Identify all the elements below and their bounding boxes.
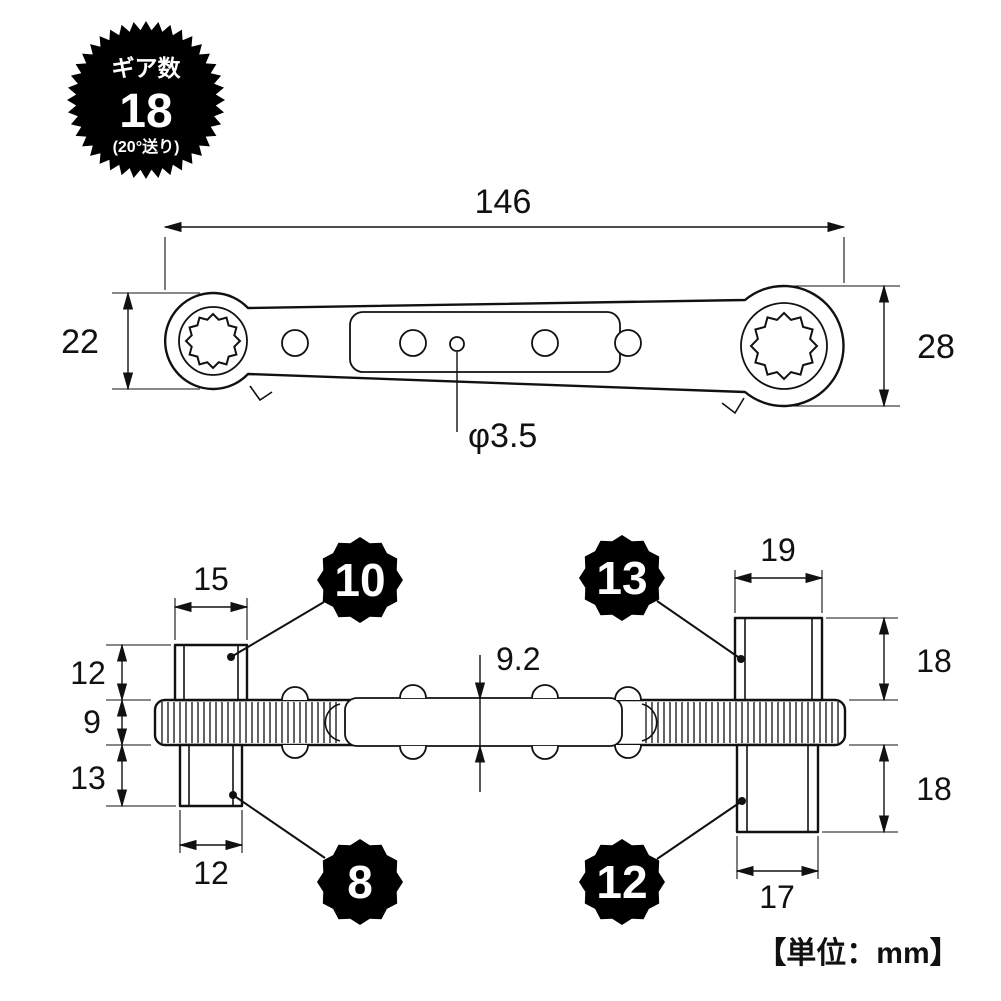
badge-gear-shape	[317, 839, 403, 925]
dim-bottom-right-width: 17	[735, 836, 820, 915]
left-pawl-tab	[249, 385, 273, 402]
dim-label-left-top: 12	[70, 655, 106, 691]
starburst-shape	[67, 21, 225, 179]
dim-label-top-left-width: 15	[193, 561, 229, 597]
leader-dot	[229, 791, 237, 799]
hole-small	[449, 336, 465, 352]
dim-label-bottom-left-width: 12	[193, 855, 229, 891]
left-ring-face	[178, 306, 248, 376]
hole-1	[281, 329, 309, 357]
dim-top-right-width: 19	[733, 532, 824, 613]
dim-label-length: 146	[475, 183, 532, 221]
dim-label-left-height: 22	[61, 323, 99, 361]
leader-dot	[227, 653, 235, 661]
hole-4	[614, 329, 642, 357]
dim-label-top-right-width: 19	[760, 532, 796, 568]
hole-3	[531, 329, 559, 357]
wrench-top-outline	[163, 284, 845, 415]
badge-label-12: 12	[596, 856, 647, 908]
badge-gear-shape	[579, 535, 665, 621]
left-pawl-arc	[324, 703, 341, 742]
leader-dot	[738, 797, 746, 805]
callout-hole-diameter: φ3.5	[456, 352, 537, 455]
right-pawl-arc	[641, 703, 658, 742]
right-ring-face	[740, 302, 828, 390]
socket-badge-12: 12	[579, 797, 746, 925]
dim-label-left-middle: 9	[83, 704, 101, 740]
badge-label-8: 8	[347, 856, 373, 908]
dim-label-hole-diameter: φ3.5	[468, 417, 537, 455]
socket-badge-13: 13	[579, 535, 745, 663]
badge-label-10: 10	[334, 554, 385, 606]
top-view: 146 22	[61, 183, 955, 455]
dim-label-right-height: 28	[917, 328, 955, 366]
hole-bosses	[281, 684, 642, 760]
dim-top-left-width: 15	[173, 561, 249, 640]
hole-2	[399, 329, 427, 357]
dim-label-bottom-right-width: 17	[759, 879, 795, 915]
dim-left-height: 22	[61, 291, 200, 391]
dim-label-right-bottom: 18	[916, 771, 952, 807]
socket-badge-8: 8	[229, 791, 403, 925]
dim-label-left-bottom: 13	[70, 760, 106, 796]
badge-note: (20°送り)	[113, 137, 180, 156]
dim-right-stack: 18 18	[822, 616, 952, 834]
right-pawl-tab	[721, 397, 745, 415]
dim-label-center-thickness: 9.2	[496, 641, 540, 677]
socket-top-right	[733, 616, 824, 702]
unit-note: 【単位：mm】	[756, 936, 959, 970]
dim-overall-length: 146	[163, 183, 846, 290]
badge-label-13: 13	[596, 552, 647, 604]
left-socket-bihex	[184, 312, 242, 370]
handle-panel	[349, 311, 621, 373]
dim-left-stack: 12 9 13	[70, 643, 176, 808]
side-view: 15 19 12 9 13 9.2	[70, 532, 952, 925]
badge-gear-shape	[579, 839, 665, 925]
badge-count: 18	[119, 85, 172, 138]
handle-plate-side	[344, 697, 623, 747]
socket-bottom-right	[735, 743, 820, 834]
badge-gear-shape	[317, 537, 403, 623]
dim-label-right-top: 18	[916, 643, 952, 679]
dim-bottom-left-width: 12	[178, 810, 244, 891]
dim-right-height: 28	[790, 284, 955, 408]
badge-title: ギア数	[112, 55, 182, 81]
dim-center-thickness: 9.2	[474, 641, 540, 792]
socket-badge-10: 10	[227, 537, 403, 661]
right-socket-bihex	[749, 311, 819, 381]
left-gear-teeth	[161, 702, 337, 743]
gear-count-badge: ギア数 18 (20°送り)	[67, 21, 225, 179]
leader-dot	[737, 655, 745, 663]
